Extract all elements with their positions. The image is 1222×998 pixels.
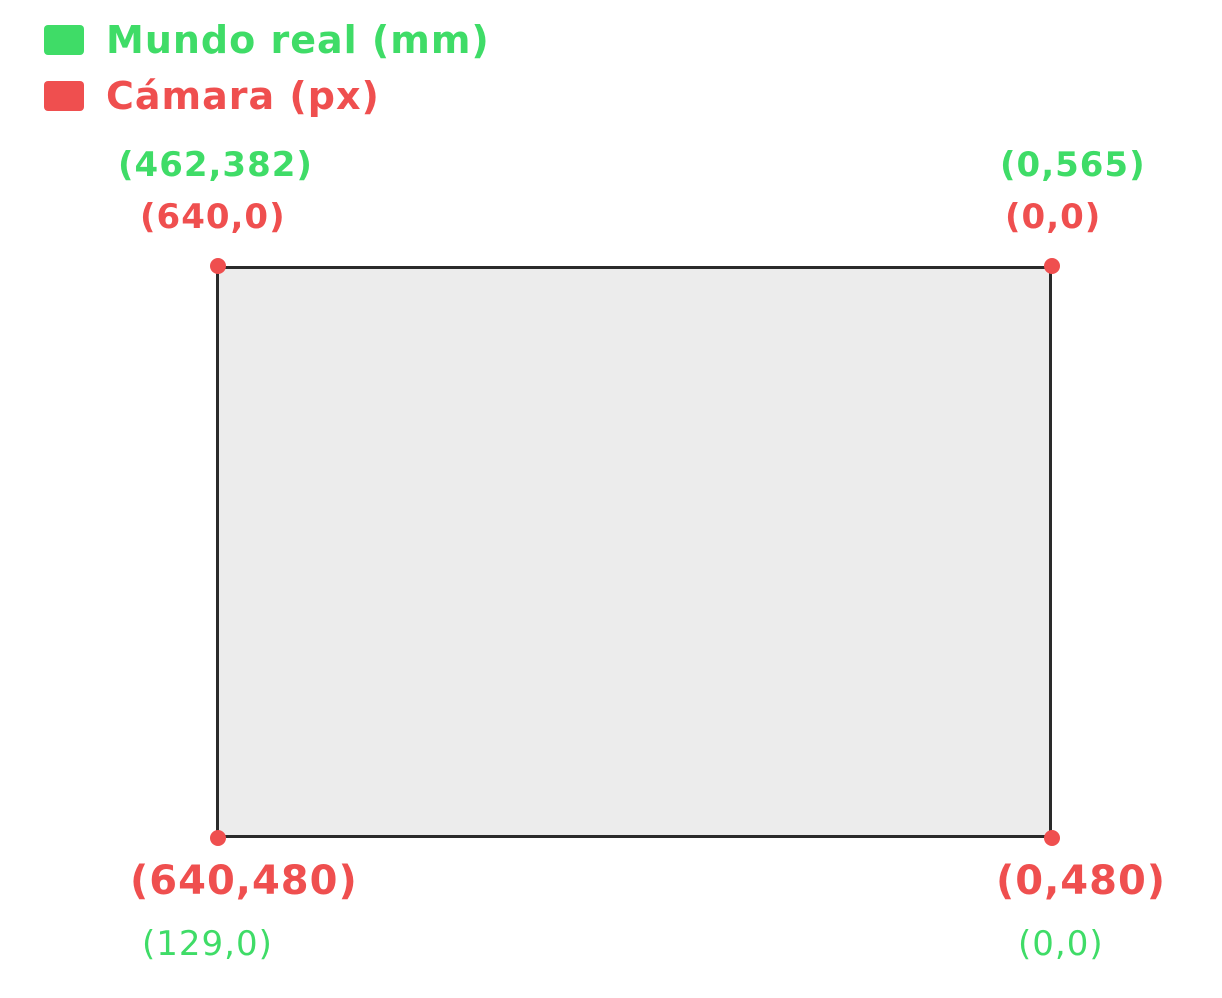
corner-dot-top-left [210, 258, 226, 274]
legend-label-camera: Cámara (px) [106, 74, 380, 118]
camera-swatch-icon [44, 81, 84, 111]
top-right-world-coord: (0,565) [1000, 145, 1146, 185]
legend-label-world: Mundo real (mm) [106, 18, 490, 62]
corner-dot-bottom-left [210, 830, 226, 846]
corner-dot-bottom-right [1044, 830, 1060, 846]
image-frame-rectangle [216, 266, 1052, 838]
legend: Mundo real (mm) Cámara (px) [44, 12, 490, 124]
top-right-camera-coord: (0,0) [1005, 197, 1102, 237]
legend-item-camera: Cámara (px) [44, 68, 490, 124]
bottom-right-camera-coord: (0,480) [996, 858, 1167, 904]
world-swatch-icon [44, 25, 84, 55]
legend-item-world: Mundo real (mm) [44, 12, 490, 68]
corner-dot-top-right [1044, 258, 1060, 274]
bottom-left-world-coord: (129,0) [142, 924, 273, 964]
top-left-camera-coord: (640,0) [140, 197, 286, 237]
top-left-world-coord: (462,382) [118, 145, 313, 185]
bottom-right-world-coord: (0,0) [1018, 924, 1104, 964]
bottom-left-camera-coord: (640,480) [130, 858, 358, 904]
